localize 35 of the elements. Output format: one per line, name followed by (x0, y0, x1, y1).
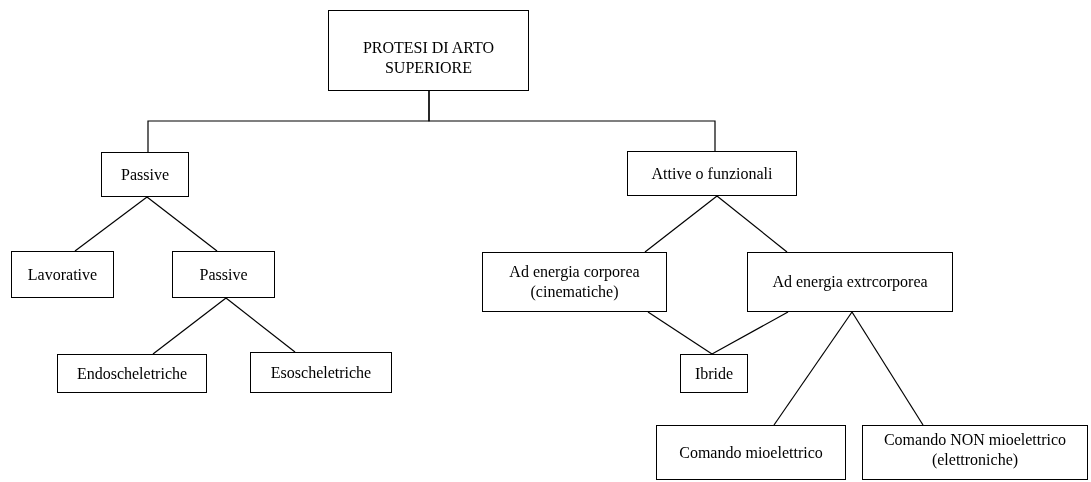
box-label: Ad energia corporea (cinematiche) (508, 262, 641, 302)
connector-line (711, 311, 789, 355)
category-box (11, 251, 114, 298)
box-label: Lavorative (27, 264, 98, 285)
connector-line (647, 311, 713, 355)
category-box (680, 354, 748, 393)
category-box (747, 252, 953, 312)
box-label: PROTESI DI ARTO SUPERIORE (361, 37, 496, 78)
box-label: Ibride (694, 363, 734, 384)
connector-line (851, 311, 924, 426)
connector-line (428, 90, 716, 152)
category-box (101, 152, 189, 197)
category-box (328, 10, 529, 91)
connector-line (225, 297, 296, 353)
box-label: Comando mioelettrico (679, 442, 823, 463)
category-box (656, 425, 846, 480)
connector-line (716, 195, 788, 253)
box-label: Passive (199, 264, 248, 285)
category-box (57, 354, 207, 393)
connector-line (152, 297, 227, 355)
box-label: Attive o funzionali (651, 163, 773, 184)
connector-line (644, 195, 718, 253)
connector-line (146, 196, 218, 252)
box-label: Ad energia extrcorporea (772, 272, 928, 292)
box-label: Esoscheletriche (270, 362, 372, 383)
connector-line (74, 196, 148, 252)
box-label: Endoscheletriche (76, 363, 188, 384)
category-box (862, 425, 1088, 480)
category-box (627, 151, 797, 196)
category-box (172, 251, 275, 298)
category-box (250, 352, 392, 393)
connector-line (773, 311, 853, 426)
box-label: Passive (121, 164, 169, 185)
box-label: Comando NON mioelettrico (elettroniche) (882, 430, 1068, 470)
category-box (482, 252, 667, 312)
